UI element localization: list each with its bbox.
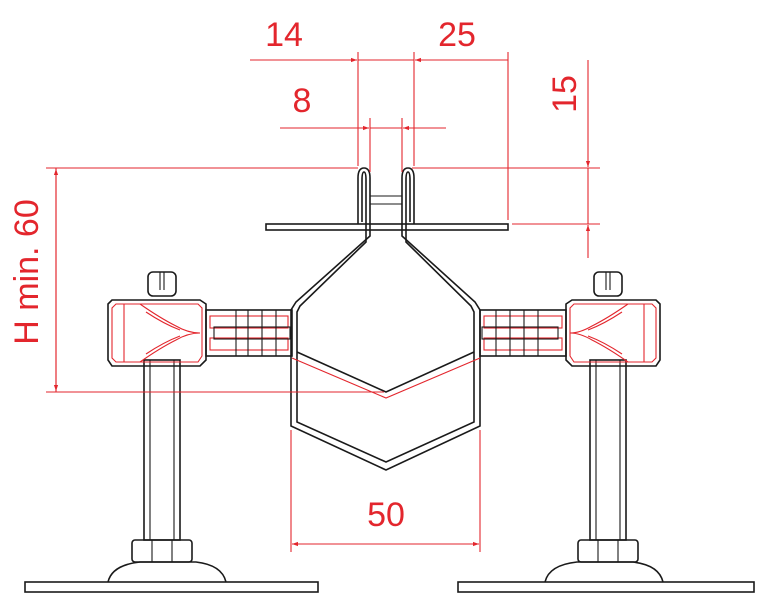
dim-15-label: 15: [546, 75, 584, 113]
left-foot-pad: [107, 561, 227, 583]
left-clamp-block: [107, 299, 207, 367]
right-clamp-block: [565, 299, 661, 367]
left-threaded-rod: [143, 359, 181, 541]
left-connector-bolt: [205, 309, 293, 357]
right-support: [457, 271, 755, 593]
clamp-outer-loop: [290, 167, 481, 471]
dim-14-label: 14: [265, 16, 303, 54]
left-screw-head: [147, 271, 177, 297]
dimensions: 14 25 8 15 H min. 60 50: [8, 16, 600, 552]
left-support: [24, 271, 319, 593]
top-flange: [265, 223, 509, 231]
clamp-chevron: [296, 351, 475, 393]
right-connector-bolt: [479, 309, 567, 357]
left-nut: [131, 539, 193, 563]
dim-h-min-label: H min. 60: [8, 199, 46, 345]
dim-8-label: 8: [293, 82, 312, 120]
right-foot-pad: [544, 561, 664, 583]
dim-25-label: 25: [438, 16, 476, 54]
right-threaded-rod: [589, 359, 627, 541]
right-base-plate: [457, 581, 755, 593]
pipe-clamp-bracket: [265, 167, 509, 471]
clamp-inner-loop: [296, 171, 475, 463]
right-nut: [577, 539, 639, 563]
right-screw-head: [593, 271, 623, 297]
left-base-plate: [24, 581, 319, 593]
dim-50-label: 50: [367, 496, 405, 534]
